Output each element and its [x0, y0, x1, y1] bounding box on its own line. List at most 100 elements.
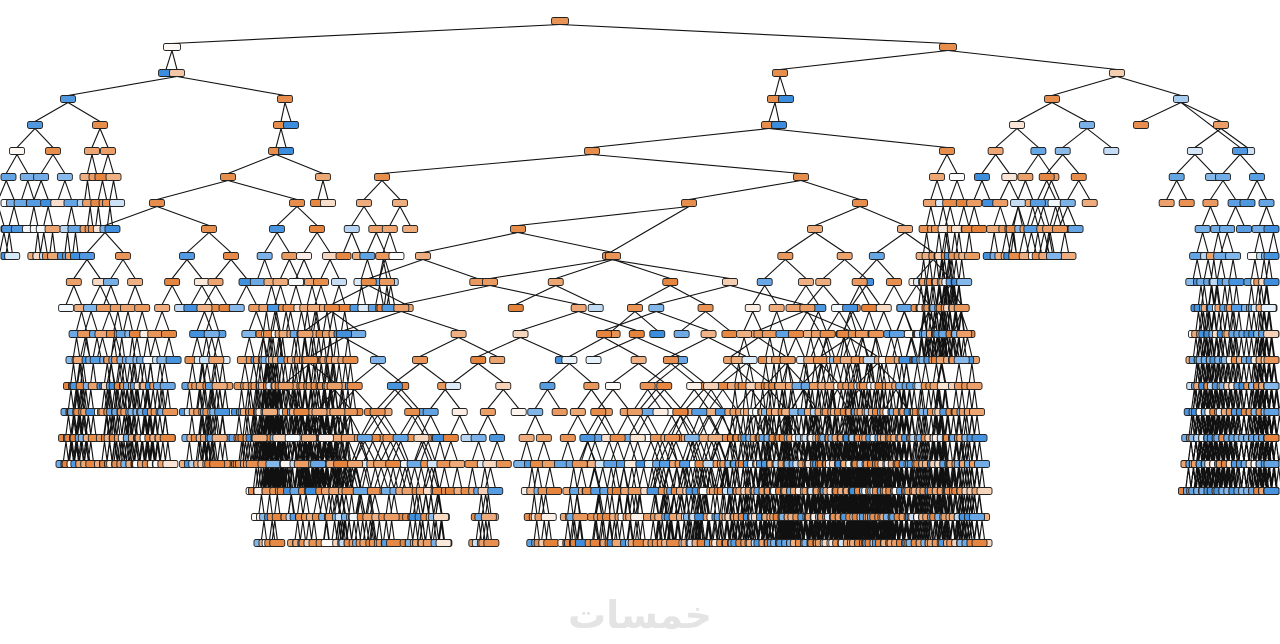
tree-edge: [303, 232, 318, 253]
tree-edge: [612, 389, 629, 409]
tree-edge: [80, 337, 86, 357]
tree-edge: [376, 520, 380, 540]
tree-edge: [118, 337, 123, 357]
tree-edge: [212, 415, 216, 435]
tree-edge: [634, 285, 671, 305]
tree-edge: [577, 389, 592, 409]
tree-edge: [167, 441, 171, 461]
tree-edge: [82, 415, 87, 435]
tree-edge: [49, 232, 54, 253]
tree-edge: [770, 363, 775, 383]
tree-edge: [196, 389, 200, 409]
tree-edge: [107, 154, 115, 174]
tree-edge: [793, 285, 807, 305]
tree-edge: [430, 415, 441, 435]
tree-edge: [616, 520, 621, 540]
tree-edge: [344, 337, 349, 357]
tree-edge: [162, 415, 166, 435]
tree-edge: [420, 467, 427, 488]
tree-edge: [123, 311, 129, 331]
tree-edge: [227, 179, 298, 201]
tree-edge: [679, 389, 695, 409]
tree-edge: [238, 415, 243, 435]
tree-edge: [279, 285, 287, 305]
tree-edge: [171, 259, 188, 279]
tree-edge: [136, 337, 142, 357]
tree-edge: [579, 441, 588, 461]
tree-edge: [195, 441, 200, 461]
tree-edge: [267, 337, 272, 357]
tree-edge: [478, 441, 486, 461]
tree-edge: [275, 128, 282, 148]
tree-edge: [156, 363, 161, 383]
tree-edge: [222, 415, 226, 435]
tree-edge: [40, 180, 49, 200]
tree-edge: [573, 467, 578, 488]
tree-edge: [66, 232, 71, 253]
tree-edge: [238, 389, 243, 409]
tree-edge: [113, 311, 119, 331]
tree-edge: [297, 520, 301, 540]
tree-edge: [134, 363, 138, 383]
tree-edge: [394, 363, 421, 383]
tree-edge: [487, 415, 498, 435]
tree-edge: [543, 441, 551, 461]
tree-edge: [305, 520, 310, 540]
tree-edge: [822, 415, 826, 435]
tree-edge: [77, 441, 82, 461]
tree-edge: [241, 389, 245, 409]
tree-edge: [209, 389, 214, 409]
tree-edge: [318, 363, 322, 383]
tree-edge: [120, 363, 125, 383]
tree-edge: [342, 363, 346, 383]
tree-edge: [534, 389, 548, 409]
tree-edge: [244, 415, 249, 435]
tree-edge: [369, 467, 376, 488]
tree-edge: [72, 389, 77, 409]
tree-edge: [214, 415, 219, 435]
tree-edge: [475, 520, 480, 540]
tree-edge: [749, 363, 754, 383]
tree-edge: [282, 311, 287, 331]
tree-edge: [427, 520, 432, 540]
tree-edge: [637, 441, 644, 461]
tree-edge: [669, 285, 706, 305]
tree-edge: [534, 415, 545, 435]
tree-edge: [74, 232, 79, 253]
tree-edge: [681, 520, 685, 540]
tree-edge: [84, 180, 89, 200]
tree-edge: [144, 441, 149, 461]
tree-edge: [214, 415, 218, 435]
tree-edge: [279, 259, 290, 279]
tree-edge: [211, 363, 215, 383]
tree-edge: [257, 259, 266, 279]
tree-edge: [111, 389, 116, 409]
tree-edge: [101, 389, 106, 409]
tree-edge: [489, 284, 579, 306]
tree-edge: [569, 494, 574, 514]
tree-edge: [171, 50, 178, 70]
tree-edge: [299, 520, 304, 540]
tree-edge: [118, 415, 123, 435]
tree-edge: [86, 180, 91, 200]
tree-edge: [709, 415, 720, 435]
tree-edge: [72, 232, 77, 253]
tree-edge: [176, 75, 286, 97]
tree-edge: [130, 389, 134, 409]
tree-edge: [258, 415, 263, 435]
tree-edge: [272, 467, 277, 488]
tree-edge: [130, 363, 134, 383]
tree-edge: [280, 128, 287, 148]
tree-edge: [126, 389, 131, 409]
tree-edge: [274, 520, 278, 540]
tree-edge: [147, 415, 151, 435]
tree-edge: [782, 337, 789, 357]
tree-edge: [140, 389, 144, 409]
tree-edge: [270, 441, 274, 461]
tree-edge: [162, 389, 166, 409]
tree-edge: [211, 337, 217, 357]
tree-edge: [112, 180, 118, 200]
tree-edge: [91, 154, 98, 174]
tree-edge: [590, 389, 606, 409]
tree-edge: [604, 415, 616, 435]
